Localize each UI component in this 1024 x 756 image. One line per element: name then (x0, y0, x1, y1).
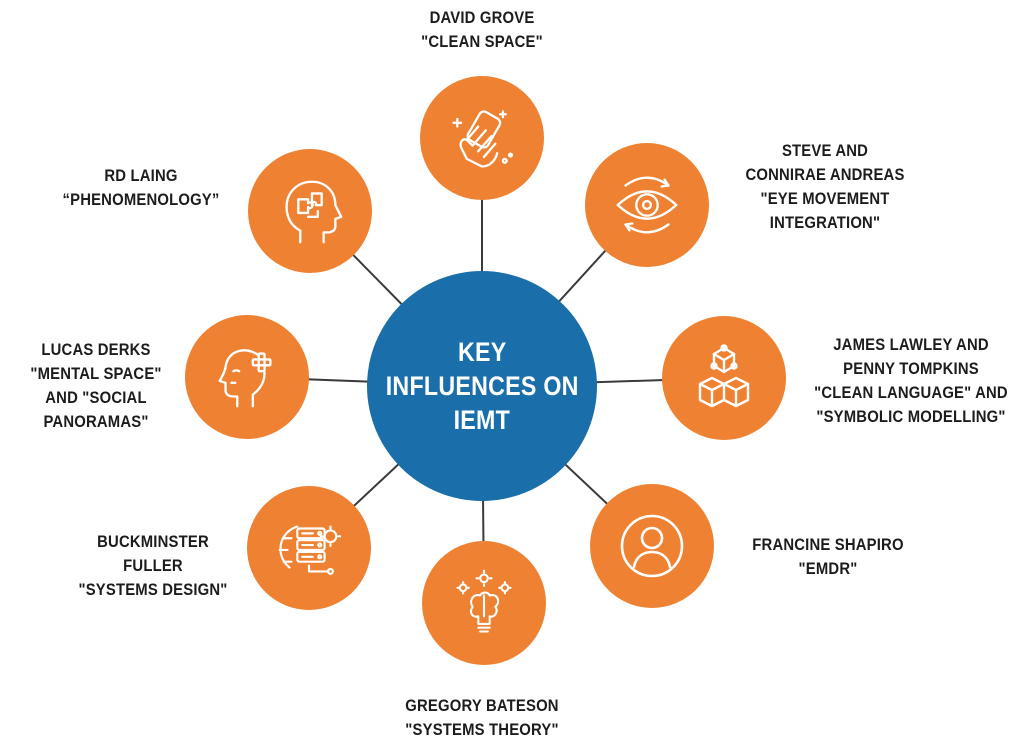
brain-gears-icon (456, 569, 512, 633)
label-francine-shapiro: FRANCINE SHAPIRO "EMDR" (728, 533, 928, 581)
label-line: FRANCINE SHAPIRO (752, 536, 904, 554)
label-line: "SYSTEMS THEORY" (405, 721, 559, 739)
label-david-grove: DAVID GROVE "CLEAN SPACE" (362, 6, 602, 54)
center-title-line: IEMT (453, 405, 511, 435)
label-line: PENNY TOMPKINS (843, 360, 979, 378)
label-rd-laing: RD LAING “PHENOMENOLOGY” (36, 164, 246, 212)
node-steve-connirae-andreas (585, 143, 709, 267)
node-david-grove (420, 76, 544, 200)
node-lucas-derks (185, 315, 309, 439)
label-line: INTEGRATION" (769, 214, 881, 232)
label-line: "CLEAN SPACE" (421, 33, 543, 51)
center-title-line: INFLUENCES ON (385, 371, 579, 401)
label-line: CONNIRAE ANDREAS (745, 166, 905, 184)
user-circle-icon (620, 514, 684, 578)
label-line: BUCKMINSTER (97, 533, 209, 551)
label-line: AND "SOCIAL (45, 389, 147, 407)
label-line: "EYE MOVEMENT (760, 190, 890, 208)
label-line: RD LAING (104, 167, 178, 185)
node-buckminster-fuller (247, 486, 371, 610)
label-line: LUCAS DERKS (41, 341, 151, 359)
node-gregory-bateson (422, 541, 546, 665)
label-line: FULLER (123, 557, 183, 575)
eye-icon (616, 176, 678, 234)
label-lawley-tompkins: JAMES LAWLEY AND PENNY TOMPKINS "CLEAN L… (800, 333, 1022, 429)
label-line: STEVE AND (781, 142, 869, 160)
node-rd-laing (248, 149, 372, 273)
label-line: JAMES LAWLEY AND (833, 336, 989, 354)
label-line: DAVID GROVE (429, 9, 535, 27)
center-node: KEY INFLUENCES ON IEMT (367, 271, 597, 501)
label-steve-connirae-andreas: STEVE AND CONNIRAE ANDREAS "EYE MOVEMENT… (720, 139, 930, 235)
label-gregory-bateson: GREGORY BATESON "SYSTEMS THEORY" (362, 694, 602, 742)
label-line: "MENTAL SPACE" (30, 365, 162, 383)
head-plus-icon (218, 349, 272, 408)
label-line: GREGORY BATESON (405, 697, 559, 715)
system-gear-icon (278, 525, 342, 575)
cleaning-hand-icon (452, 110, 514, 168)
label-lucas-derks: LUCAS DERKS "MENTAL SPACE" AND "SOCIAL P… (8, 338, 184, 434)
cubes-network-icon (698, 344, 750, 408)
label-line: "CLEAN LANGUAGE" AND (814, 384, 1008, 402)
label-line: “PHENOMENOLOGY” (62, 191, 220, 209)
label-line: "EMDR" (798, 560, 858, 578)
label-line: "SYMBOLIC MODELLING" (816, 408, 1006, 426)
label-line: PANORAMAS" (43, 413, 149, 431)
head-puzzle-icon (285, 180, 343, 244)
node-francine-shapiro (590, 484, 714, 608)
node-lawley-tompkins (662, 316, 786, 440)
center-title-line: KEY (457, 337, 507, 367)
label-line: "SYSTEMS DESIGN" (78, 581, 228, 599)
label-buckminster-fuller: BUCKMINSTER FULLER "SYSTEMS DESIGN" (48, 530, 258, 602)
